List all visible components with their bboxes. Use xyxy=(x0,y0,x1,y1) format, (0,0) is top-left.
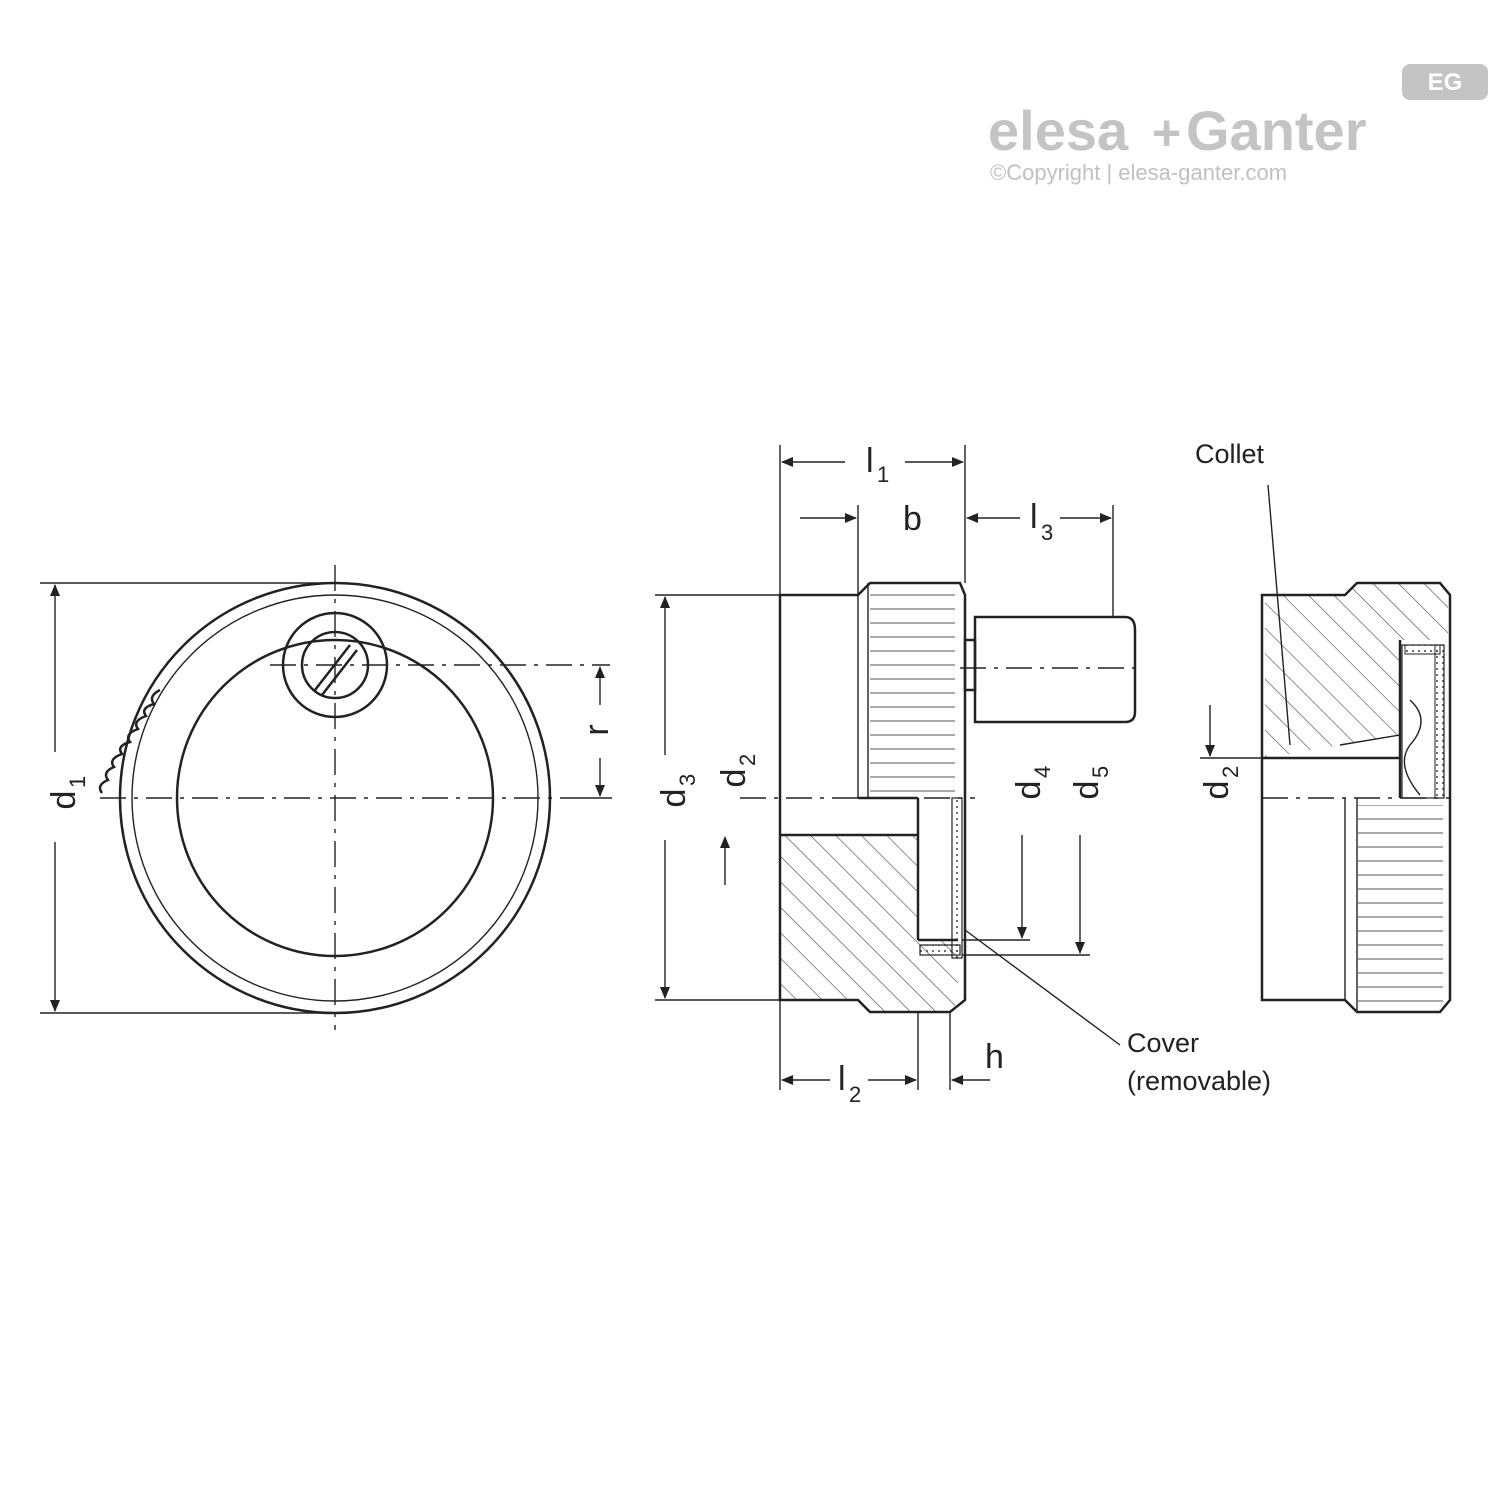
svg-text:2: 2 xyxy=(1218,766,1243,778)
d3-label: d3 xyxy=(655,774,700,808)
screw-slot-b xyxy=(321,649,358,696)
d4-label: d4 xyxy=(1010,766,1055,800)
front-view: d 1 r xyxy=(40,565,616,1030)
collet-view: d2 Collet xyxy=(1195,439,1452,1014)
cover-note: Cover xyxy=(1127,1028,1199,1058)
svg-text:d: d xyxy=(1068,781,1106,800)
svg-text:2: 2 xyxy=(735,754,760,766)
brand-badge-text: EG xyxy=(1428,69,1463,96)
svg-text:3: 3 xyxy=(1041,520,1053,545)
r-label: r xyxy=(578,724,616,735)
svg-text:l: l xyxy=(838,1060,846,1098)
d2-right-label: d2 xyxy=(1198,766,1243,800)
svg-text:1: 1 xyxy=(877,462,889,487)
brand-plus: + xyxy=(1152,105,1181,161)
svg-text:d: d xyxy=(45,791,83,810)
svg-text:d: d xyxy=(715,769,753,788)
brand-badge xyxy=(1402,64,1488,100)
serrations xyxy=(98,688,161,794)
d1-label: d 1 xyxy=(45,776,90,810)
cover-note-sub: (removable) xyxy=(1127,1066,1271,1096)
d5-label: d5 xyxy=(1068,766,1113,800)
d2-label: d2 xyxy=(715,754,760,788)
brand-logo: EG elesa + Ganter ©Copyright | elesa-gan… xyxy=(988,64,1488,185)
svg-text:4: 4 xyxy=(1030,766,1055,778)
brand-copyright: ©Copyright | elesa-ganter.com xyxy=(990,160,1287,185)
svg-text:d: d xyxy=(1010,781,1048,800)
h-label: h xyxy=(985,1038,1004,1076)
collet-note: Collet xyxy=(1195,439,1265,469)
svg-text:d: d xyxy=(1198,781,1236,800)
section-outline xyxy=(778,581,967,1014)
cover xyxy=(951,797,963,959)
brand-name-right: Ganter xyxy=(1186,99,1367,162)
svg-text:r: r xyxy=(578,724,616,735)
svg-text:d: d xyxy=(655,789,693,808)
svg-text:l: l xyxy=(1030,498,1038,536)
handle-pin xyxy=(973,615,1137,724)
knurled-grip-right xyxy=(1358,805,1443,1005)
brand-name-left: elesa xyxy=(988,99,1129,162)
b-label: b xyxy=(903,500,922,538)
svg-text:l: l xyxy=(866,442,874,480)
knurled-grip xyxy=(870,590,955,798)
svg-text:1: 1 xyxy=(65,776,90,788)
svg-text:5: 5 xyxy=(1088,766,1113,778)
svg-text:2: 2 xyxy=(849,1082,861,1107)
svg-text:3: 3 xyxy=(675,774,700,786)
screw-slot-a xyxy=(314,644,351,691)
